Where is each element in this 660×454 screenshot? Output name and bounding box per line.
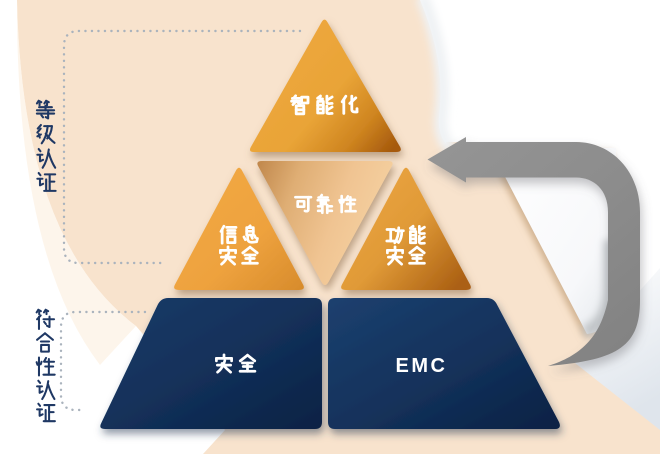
svg-text:EMC: EMC <box>396 355 448 377</box>
